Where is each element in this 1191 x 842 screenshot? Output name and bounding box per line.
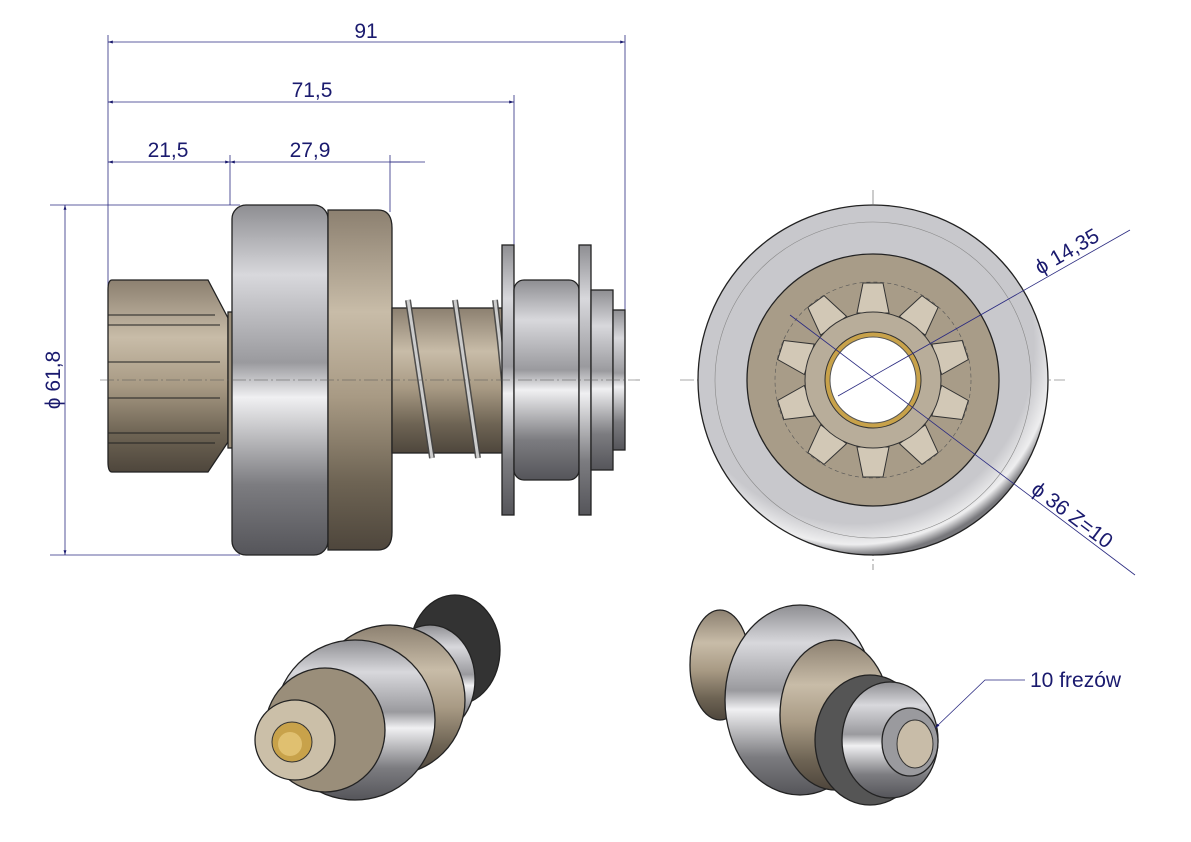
dim-pinion-length: 21,5 [148,139,189,162]
dim-overall-length: 91 [354,20,377,43]
dim-housing-length: 27,9 [290,139,331,162]
dim-collar-length: 71,5 [292,79,333,102]
isometric-view-collar-side [689,604,939,806]
milling-callout [934,679,1025,729]
dimension-lines [50,35,626,556]
callout-milling-label: 10 frezów [1030,669,1122,692]
dim-bore-diameter: ϕ 14,35 [1031,224,1103,279]
dim-outer-diameter: ϕ 61,8 [42,351,65,409]
dim-gear-spec: ϕ 36 Z=10 [1027,478,1117,554]
front-view [680,190,1136,576]
isometric-view-pinion-side [254,594,501,801]
side-view [100,204,640,556]
